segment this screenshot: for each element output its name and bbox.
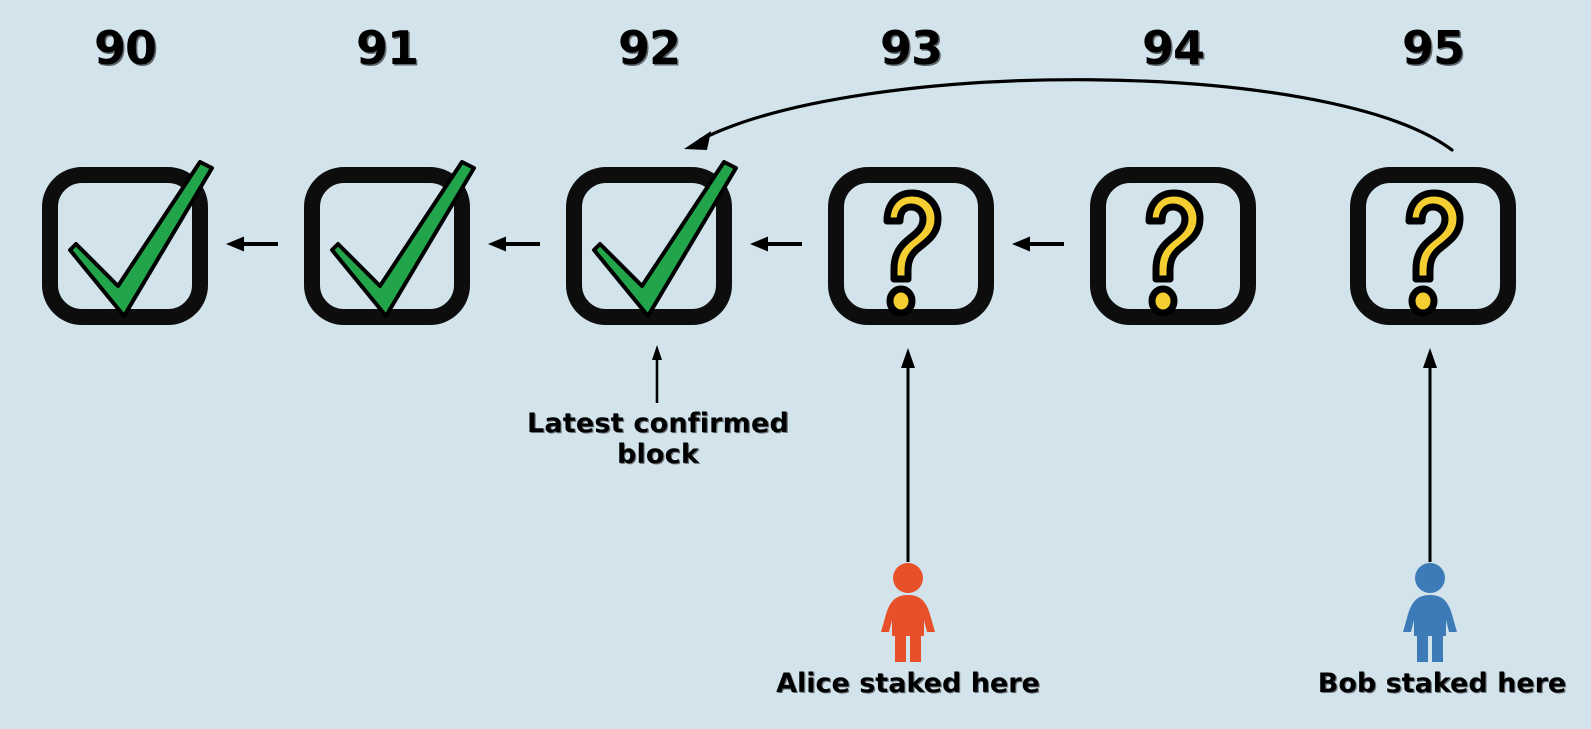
- chain-arrow-93-to-92: [746, 231, 806, 257]
- latest-confirmed-line-1: Latest confirmed: [526, 408, 790, 439]
- chain-arrow-94-to-93: [1008, 231, 1068, 257]
- bob-caption: Bob staked here: [1317, 668, 1567, 699]
- reorg-arc-arrow: [684, 78, 1454, 152]
- bob-person-figure: [1390, 562, 1470, 662]
- chain-arrow-91-to-90: [222, 231, 282, 257]
- block-box-94[interactable]: [1090, 167, 1256, 325]
- block-number-93: 93: [879, 21, 943, 75]
- bob-stake-arrow: [1423, 348, 1437, 562]
- block-box-93[interactable]: [828, 167, 994, 325]
- block-number-91: 91: [355, 21, 419, 75]
- person-icon: [1403, 563, 1457, 662]
- block-number-94: 94: [1141, 21, 1205, 75]
- block-box-90[interactable]: [42, 167, 208, 325]
- block-number-95: 95: [1401, 21, 1465, 75]
- alice-person-figure: [868, 562, 948, 662]
- chain-arrow-92-to-91: [484, 231, 544, 257]
- block-number-92: 92: [617, 21, 681, 75]
- latest-confirmed-line-2: block: [616, 439, 700, 471]
- person-icon: [881, 563, 935, 662]
- block-box-95[interactable]: [1350, 167, 1516, 325]
- block-box-91[interactable]: [304, 167, 470, 325]
- alice-stake-arrow: [901, 348, 915, 562]
- latest-confirmed-arrow: [652, 345, 662, 403]
- latest-confirmed-caption: Latest confirmed block: [498, 408, 818, 471]
- block-box-92[interactable]: [566, 167, 732, 325]
- block-number-90: 90: [93, 21, 157, 75]
- alice-caption: Alice staked here: [776, 668, 1040, 699]
